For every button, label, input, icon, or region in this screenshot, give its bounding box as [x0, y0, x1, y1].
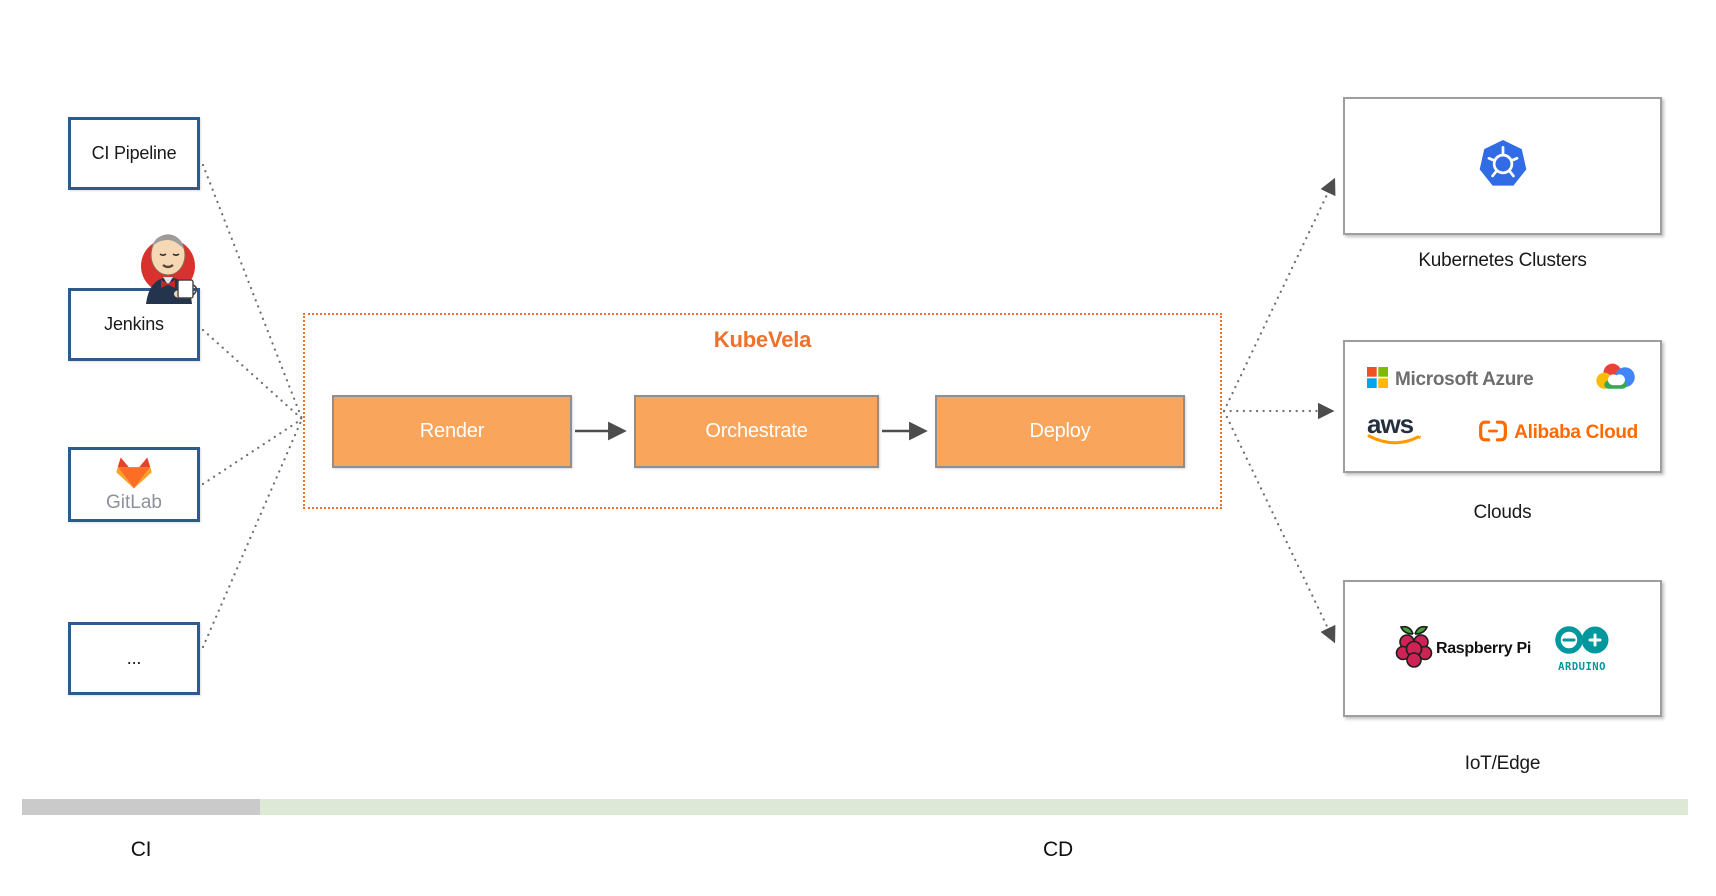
kubevela-title: KubeVela: [713, 327, 812, 352]
arduino-icon: [1553, 625, 1611, 662]
ci-pipeline-box: CI Pipeline: [68, 117, 200, 190]
azure-icon: [1367, 367, 1388, 393]
kubernetes-clusters-box: [1343, 97, 1662, 235]
raspberry-pi-icon: [1394, 622, 1434, 675]
ci-phase-label: CI: [130, 838, 152, 861]
azure-label: Microsoft Azure: [1395, 369, 1534, 390]
ci-pipeline-label: CI Pipeline: [91, 143, 177, 163]
arduino-logo: ARDUINO: [1553, 625, 1611, 673]
kubevela-container: KubeVela: [303, 313, 1222, 509]
kubernetes-icon: [1478, 139, 1528, 194]
alibaba-cloud-icon: [1478, 419, 1508, 448]
gitlab-box: GitLab: [68, 447, 200, 522]
jenkins-label: Jenkins: [104, 314, 164, 334]
ci-phase-bar: [22, 799, 260, 815]
azure-logo: Microsoft Azure: [1367, 367, 1534, 393]
stage-orchestrate-label: Orchestrate: [705, 420, 808, 442]
google-cloud-icon: [1594, 361, 1638, 400]
more-sources-label: ...: [126, 648, 142, 668]
jenkins-mascot-icon: [138, 224, 198, 309]
connector-ci-pipeline: [201, 163, 304, 421]
connector-more: [201, 417, 304, 649]
raspberry-pi-logo: Raspberry Pi: [1394, 622, 1531, 675]
stage-render-label: Render: [419, 420, 485, 442]
clouds-box: Microsoft Azure aws: [1343, 340, 1662, 473]
stage-render: Render: [332, 395, 572, 468]
connector-gitlab: [201, 417, 304, 486]
clouds-label: Clouds: [1473, 502, 1532, 523]
raspberry-pi-label: Raspberry Pi: [1435, 639, 1532, 657]
stage-deploy: Deploy: [935, 395, 1185, 468]
connector-to-kubernetes: [1222, 177, 1336, 413]
connector-jenkins: [201, 328, 304, 421]
alibaba-cloud-label: Alibaba Cloud: [1514, 422, 1638, 443]
stage-orchestrate: Orchestrate: [634, 395, 879, 468]
connector-to-iot: [1222, 409, 1336, 644]
aws-logo: aws: [1367, 408, 1423, 453]
iot-edge-label: IoT/Edge: [1464, 753, 1541, 774]
aws-smile-icon: [1367, 434, 1421, 444]
aws-label: aws: [1367, 408, 1414, 439]
gitlab-icon: [115, 456, 153, 495]
gitlab-label: GitLab: [106, 491, 162, 513]
more-sources-box: ...: [68, 622, 200, 695]
stage-deploy-label: Deploy: [1029, 420, 1091, 442]
alibaba-cloud-logo: Alibaba Cloud: [1478, 419, 1638, 448]
kubernetes-clusters-label: Kubernetes Clusters: [1418, 250, 1587, 271]
iot-edge-box: Raspberry Pi ARDUINO: [1343, 580, 1662, 717]
cd-phase-bar: [260, 799, 1688, 815]
cd-phase-label: CD: [1043, 838, 1073, 861]
arduino-label: ARDUINO: [1558, 660, 1606, 673]
